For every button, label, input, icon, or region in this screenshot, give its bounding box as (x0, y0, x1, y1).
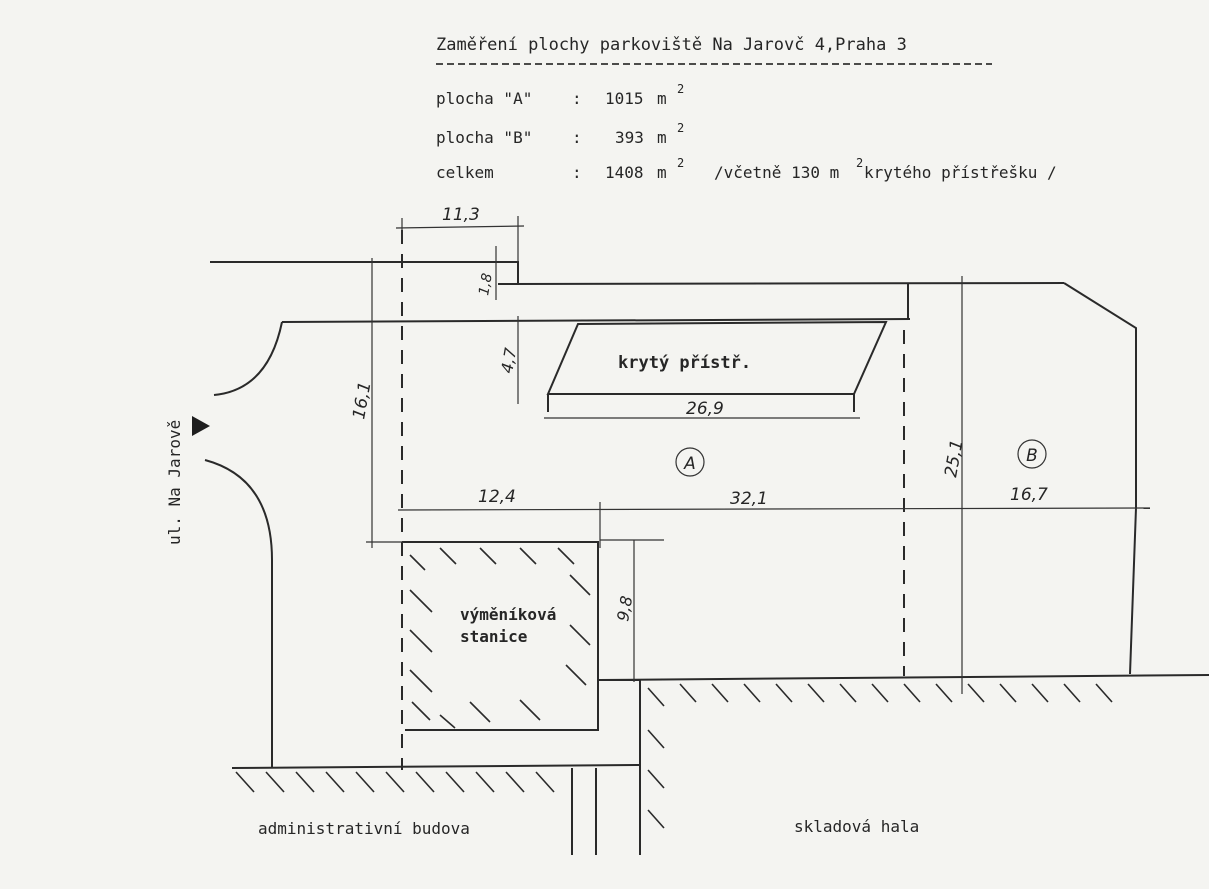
area-b-label: B (1026, 446, 1038, 466)
svg-text:2: 2 (677, 82, 684, 96)
area-row-value: 1015 (605, 89, 644, 108)
dim-25-1: 25,1 (941, 438, 967, 479)
dim-9-8: 9,8 (613, 594, 636, 622)
svg-text:m: m (657, 128, 667, 147)
svg-text::: : (572, 128, 582, 147)
area-a-marker: A (675, 447, 705, 477)
area-row-b: plocha "B" : 393 m 2 (436, 121, 684, 147)
drawing-title: Zaměření plochy parkoviště Na Jarovč 4,P… (436, 35, 907, 55)
area-row-label: plocha "B" (436, 128, 532, 147)
dim-1-8: 1,8 (476, 272, 496, 297)
entrance-arrow-icon (192, 416, 210, 436)
station-label-line2: stanice (460, 627, 527, 646)
station-label-line1: výměníková (460, 605, 556, 624)
area-row-value: 1408 (605, 163, 644, 182)
dimension-lines: 11,3 1,8 4,7 16,1 26,9 12,4 32,1 16,7 25… (349, 205, 1151, 694)
area-a-label: A (683, 454, 696, 474)
admin-building: administrativní budova (231, 680, 641, 855)
area-row-value: 393 (615, 128, 644, 147)
svg-text:2: 2 (677, 156, 684, 170)
dim-11-3: 11,3 (442, 205, 480, 225)
svg-text:m: m (657, 163, 667, 182)
area-row-note: /včetně 130 m (714, 163, 839, 182)
warehouse-building: skladová hala (647, 683, 1113, 836)
svg-text:m: m (657, 89, 667, 108)
area-row-total: celkem : 1408 m 2 /včetně 130 m 2 krytéh… (436, 156, 1057, 182)
area-row-a: plocha "A" : 1015 m 2 (436, 82, 684, 108)
dim-12-4: 12,4 (478, 487, 516, 507)
dim-16-7: 16,7 (1010, 485, 1048, 505)
shelter-label: krytý přístř. (618, 353, 751, 373)
dim-26-9: 26,9 (686, 399, 724, 419)
area-b-marker: B (1017, 439, 1047, 469)
exchanger-station: výměníková stanice (402, 541, 640, 731)
svg-text:2: 2 (677, 121, 684, 135)
warehouse-label: skladová hala (794, 817, 919, 836)
dim-32-1: 32,1 (730, 489, 768, 509)
area-row-label: plocha "A" (436, 89, 532, 108)
svg-text::: : (572, 89, 582, 108)
street-entrance: ul. Na Jarově (165, 261, 911, 768)
covered-shelter: krytý přístř. (546, 320, 888, 412)
dim-4-7: 4,7 (497, 346, 520, 375)
admin-building-label: administrativní budova (258, 819, 470, 838)
header-block: Zaměření plochy parkoviště Na Jarovč 4,P… (436, 35, 1057, 182)
area-row-label: celkem (436, 163, 494, 182)
svg-text:krytého přístřešku /: krytého přístřešku / (864, 163, 1057, 182)
street-label: ul. Na Jarově (165, 420, 184, 545)
svg-text:2: 2 (856, 156, 863, 170)
svg-text::: : (572, 163, 582, 182)
parking-outline (401, 230, 1209, 770)
